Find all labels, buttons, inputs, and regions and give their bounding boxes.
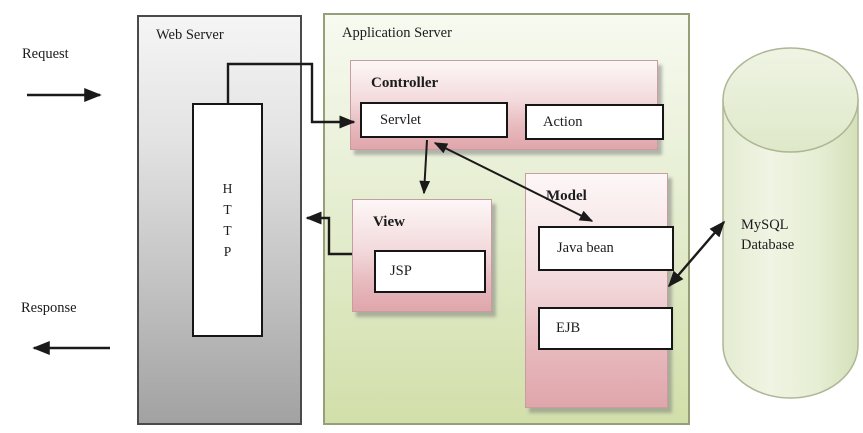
action-label: Action bbox=[543, 113, 583, 130]
controller-title: Controller bbox=[371, 75, 439, 91]
http-letter: T bbox=[223, 223, 232, 238]
request-label: Request bbox=[22, 46, 69, 62]
servlet-label: Servlet bbox=[380, 111, 422, 128]
http-letter: P bbox=[223, 244, 232, 259]
web-server-title: Web Server bbox=[156, 27, 224, 43]
database-name-line1: MySQL bbox=[741, 217, 789, 233]
database-name-line2: Database bbox=[741, 237, 795, 253]
servlet-box: Servlet bbox=[360, 102, 508, 138]
jsp-box: JSP bbox=[374, 250, 486, 293]
jsp-label: JSP bbox=[390, 263, 412, 279]
model-panel: Model bbox=[525, 173, 668, 408]
ejb-label: EJB bbox=[556, 320, 581, 336]
http-letter: T bbox=[223, 202, 232, 217]
database-label: MySQL Database bbox=[741, 215, 853, 255]
http-pipe-box: H T T P bbox=[192, 103, 263, 337]
view-title: View bbox=[373, 214, 405, 230]
response-label: Response bbox=[21, 300, 77, 316]
application-server-title: Application Server bbox=[342, 25, 452, 41]
ejb-box: EJB bbox=[538, 307, 673, 350]
http-letter: H bbox=[222, 181, 233, 196]
action-box: Action bbox=[525, 104, 664, 140]
model-title: Model bbox=[546, 188, 587, 204]
java-bean-box: Java bean bbox=[538, 226, 674, 271]
java-bean-label: Java bean bbox=[557, 240, 614, 256]
